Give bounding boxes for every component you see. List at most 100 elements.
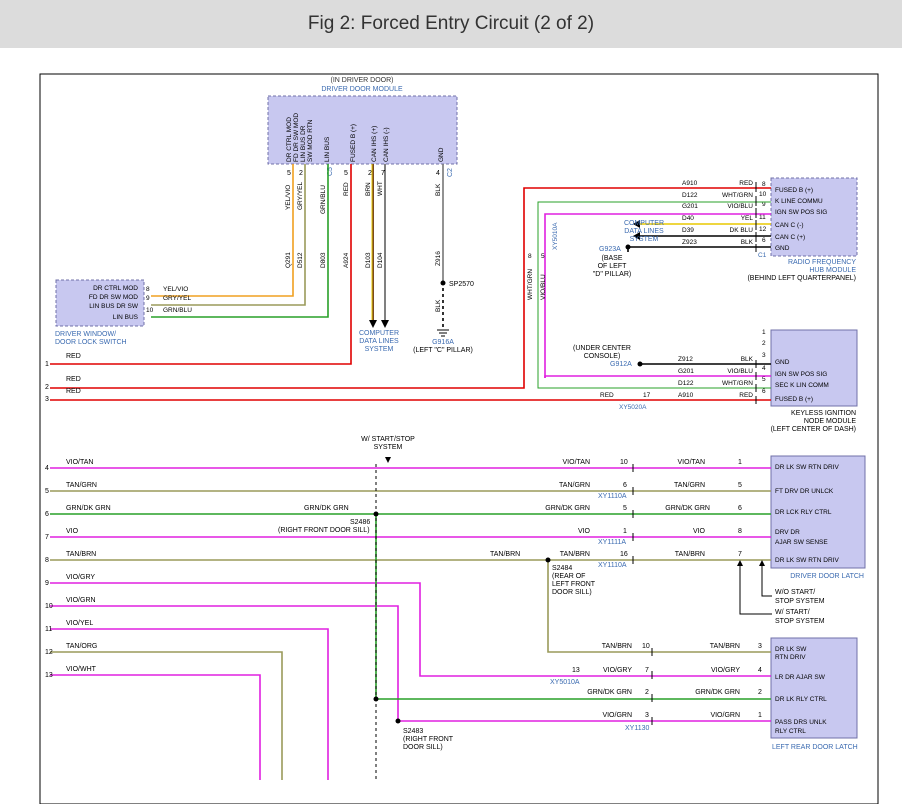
svg-text:A910: A910 bbox=[682, 180, 698, 187]
arrow-up-icon bbox=[737, 560, 743, 566]
svg-text:VIO/BLU: VIO/BLU bbox=[727, 368, 753, 375]
svg-text:CAN C (+): CAN C (+) bbox=[775, 234, 805, 241]
svg-text:RLY CTRL: RLY CTRL bbox=[775, 728, 806, 735]
ddm-pin-label: FUSED B (+) bbox=[350, 124, 357, 162]
svg-text:D40: D40 bbox=[682, 215, 694, 222]
svg-text:VIO/TAN: VIO/TAN bbox=[66, 459, 93, 466]
dwdls-box bbox=[55, 279, 145, 327]
svg-text:Z923: Z923 bbox=[682, 239, 697, 246]
svg-text:6: 6 bbox=[45, 511, 49, 518]
svg-text:6: 6 bbox=[738, 505, 742, 512]
svg-text:Z912: Z912 bbox=[678, 356, 693, 363]
pin-num: 8 bbox=[528, 253, 532, 260]
svg-text:DOOR SILL): DOOR SILL) bbox=[403, 744, 443, 751]
svg-text:BLK: BLK bbox=[435, 183, 442, 196]
svg-text:2: 2 bbox=[645, 689, 649, 696]
keyless-ignition-node: GND IGN SW POS SIG SEC K LIN COMM FUSED … bbox=[762, 329, 858, 433]
svg-text:5: 5 bbox=[762, 376, 766, 383]
g916a-location: (LEFT "C" PILLAR) bbox=[413, 347, 473, 354]
g912a-label: (UNDER CENTER bbox=[573, 345, 631, 352]
w-start-branch bbox=[739, 562, 772, 615]
rfh-wire-labels: A910 D122 G201 D40 D39 Z923 RED WHT/GRN … bbox=[527, 180, 754, 300]
svg-text:XY5010A: XY5010A bbox=[552, 222, 559, 250]
svg-text:GRN/DK GRN: GRN/DK GRN bbox=[695, 689, 740, 696]
svg-text:DRIVER DOOR LATCH: DRIVER DOOR LATCH bbox=[790, 573, 864, 580]
svg-text:12: 12 bbox=[45, 649, 53, 656]
svg-text:4: 4 bbox=[758, 667, 762, 674]
svg-text:CONSOLE): CONSOLE) bbox=[584, 353, 621, 360]
svg-text:11: 11 bbox=[759, 214, 766, 221]
svg-text:W/O START/: W/O START/ bbox=[775, 589, 815, 596]
svg-text:5: 5 bbox=[623, 505, 627, 512]
svg-text:10: 10 bbox=[45, 603, 53, 610]
svg-text:STOP SYSTEM: STOP SYSTEM bbox=[775, 598, 825, 605]
splice-dot bbox=[625, 244, 631, 250]
svg-text:KEYLESS IGNITION: KEYLESS IGNITION bbox=[791, 410, 856, 417]
svg-text:10: 10 bbox=[642, 643, 650, 650]
svg-text:VIO/YEL: VIO/YEL bbox=[66, 620, 93, 627]
start-stop-label: W/ START/STOP bbox=[361, 436, 415, 443]
computer-data-lines-label: SYSTEM bbox=[630, 236, 659, 243]
svg-text:DR LK SW: DR LK SW bbox=[775, 646, 807, 653]
computer-data-lines-label: SYSTEM bbox=[365, 346, 394, 353]
svg-text:NODE MODULE: NODE MODULE bbox=[804, 418, 856, 425]
svg-text:WHT: WHT bbox=[377, 181, 384, 196]
svg-text:PASS DRS UNLK: PASS DRS UNLK bbox=[775, 719, 827, 726]
svg-text:S2484: S2484 bbox=[552, 565, 572, 572]
svg-text:BRN: BRN bbox=[365, 182, 372, 196]
svg-text:WHT/GRN: WHT/GRN bbox=[722, 380, 753, 387]
svg-text:1: 1 bbox=[45, 361, 49, 368]
pin-num: 5 bbox=[541, 253, 545, 260]
driver-window-switch: DR CTRL MOD FD DR SW MOD LIN BUS DR SW L… bbox=[55, 279, 192, 346]
svg-text:YEL/VIO: YEL/VIO bbox=[163, 286, 188, 293]
svg-text:VIO/GRY: VIO/GRY bbox=[66, 574, 95, 581]
svg-text:6: 6 bbox=[762, 388, 766, 395]
svg-text:16: 16 bbox=[620, 551, 628, 558]
svg-text:9: 9 bbox=[146, 295, 150, 302]
left-rear-door-latch: DR LK SW RTN DRIV LR DR AJAR SW DR LK RL… bbox=[770, 637, 858, 751]
ddm-pin-num: 7 bbox=[381, 170, 385, 177]
lrdl-box bbox=[770, 637, 858, 739]
wiring-diagram: (IN DRIVER DOOR) DRIVER DOOR MODULE DR C… bbox=[39, 73, 879, 804]
svg-text:7: 7 bbox=[645, 667, 649, 674]
svg-text:LIN BUS DR SW: LIN BUS DR SW bbox=[89, 303, 139, 310]
ddm-pin-num: 5 bbox=[287, 170, 291, 177]
svg-text:YEL/VIO: YEL/VIO bbox=[285, 185, 292, 210]
ddm-pin-label: CAN IHS (+) bbox=[371, 126, 378, 162]
svg-text:WHT/GRN: WHT/GRN bbox=[722, 192, 753, 199]
kin-box bbox=[770, 329, 858, 407]
svg-text:VIO/GRN: VIO/GRN bbox=[602, 712, 632, 719]
svg-text:9: 9 bbox=[762, 201, 766, 208]
svg-text:GRN/BLU: GRN/BLU bbox=[320, 185, 327, 214]
svg-text:Z916: Z916 bbox=[435, 251, 442, 266]
rf-hub-module: FUSED B (+) K LINE COMMU IGN SW POS SIG … bbox=[747, 177, 858, 282]
ddm-connector-label: C2 bbox=[447, 168, 454, 177]
svg-text:SYSTEM: SYSTEM bbox=[374, 444, 403, 451]
svg-text:IGN SW POS SIG: IGN SW POS SIG bbox=[775, 209, 827, 216]
svg-text:D39: D39 bbox=[682, 227, 694, 234]
svg-text:A910: A910 bbox=[678, 392, 694, 399]
svg-text:D104: D104 bbox=[377, 252, 384, 268]
svg-text:7: 7 bbox=[45, 534, 49, 541]
svg-text:DR LCK RLY CTRL: DR LCK RLY CTRL bbox=[775, 509, 832, 516]
svg-text:AJAR SW SENSE: AJAR SW SENSE bbox=[775, 539, 828, 546]
svg-text:13: 13 bbox=[45, 672, 53, 679]
svg-text:BLK: BLK bbox=[741, 239, 754, 246]
svg-text:TAN/BRN: TAN/BRN bbox=[602, 643, 632, 650]
svg-text:(BEHIND LEFT QUARTERPANEL): (BEHIND LEFT QUARTERPANEL) bbox=[747, 275, 856, 282]
svg-text:5: 5 bbox=[738, 482, 742, 489]
svg-text:LEFT FRONT: LEFT FRONT bbox=[552, 581, 596, 588]
svg-text:D803: D803 bbox=[320, 252, 327, 268]
svg-text:TAN/BRN: TAN/BRN bbox=[560, 551, 590, 558]
svg-text:10: 10 bbox=[620, 459, 628, 466]
svg-text:DOOR SILL): DOOR SILL) bbox=[552, 589, 592, 596]
svg-text:VIO: VIO bbox=[578, 528, 591, 535]
ddm-pin-label: SW MOD RTN bbox=[307, 119, 314, 162]
svg-text:7: 7 bbox=[738, 551, 742, 558]
svg-text:RED: RED bbox=[66, 388, 81, 395]
connector-ticks bbox=[632, 182, 757, 725]
svg-text:BLK: BLK bbox=[741, 356, 754, 363]
svg-text:Q291: Q291 bbox=[285, 252, 292, 268]
svg-text:1: 1 bbox=[758, 712, 762, 719]
svg-text:DR LK SW RTN DRIV: DR LK SW RTN DRIV bbox=[775, 557, 839, 564]
